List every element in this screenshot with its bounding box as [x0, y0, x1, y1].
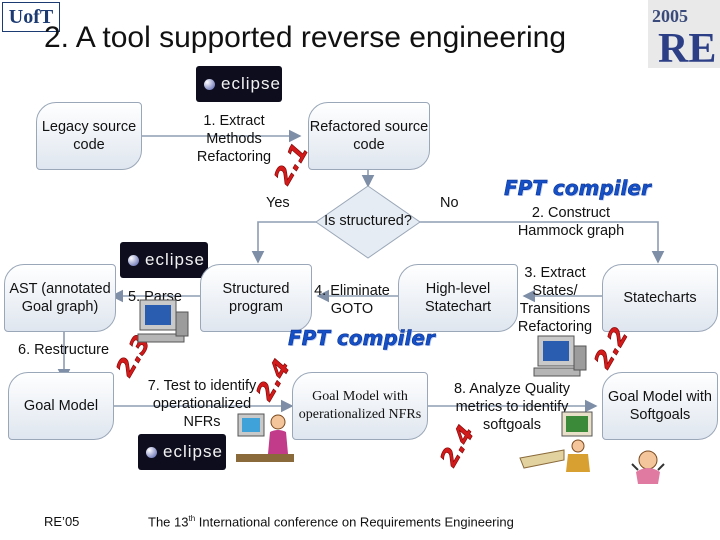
edge-label-4: 4. Eliminate GOTO: [314, 283, 390, 317]
slide-title: 2. A tool supported reverse engineering: [44, 21, 567, 54]
eclipse-logo: eclipse: [196, 66, 282, 102]
node-label: Structured program: [222, 281, 290, 315]
decision-diamond: [315, 185, 421, 259]
edge-label-no: No: [440, 195, 459, 211]
node-goal-model: Goal Model: [8, 372, 114, 440]
node-structured-program: Structured program: [200, 264, 312, 332]
edge-decision-no: [416, 221, 665, 264]
edge-label-3: 3. Extract States/ Transitions Refactori…: [517, 265, 593, 335]
footer-center-suffix: International conference on Requirements…: [195, 514, 514, 530]
svg-text:2005: 2005: [652, 6, 688, 26]
eclipse-label: eclipse: [145, 250, 205, 269]
edge-label-6: 6. Restructure: [18, 342, 110, 358]
node-label: Goal Model: [23, 398, 99, 414]
uoft-logo-text: UofT: [8, 6, 54, 28]
re05-logo: 2005 RE: [648, 0, 720, 68]
footer-center-prefix: The 13: [148, 514, 189, 530]
svg-text:RE: RE: [658, 26, 716, 68]
fpt-compiler-logo: FPT compiler: [288, 326, 435, 351]
edge-label-8: 8. Analyze Quality metrics to identify s…: [453, 381, 571, 433]
eclipse-logo: eclipse: [138, 434, 226, 470]
edge-label-text: 1. Extract Methods Refactoring: [196, 113, 272, 165]
node-goal-model-softgoals: Goal Model with Softgoals: [602, 372, 718, 440]
uoft-logo: UofT: [2, 2, 60, 32]
node-label: Goal Model with Softgoals: [608, 389, 712, 423]
node-label: AST (annotated Goal graph): [9, 281, 111, 315]
eclipse-icon: [146, 446, 157, 458]
edge-label-7: 7. Test to identify operationalized NFRs: [147, 378, 257, 430]
node-label: Legacy source code: [41, 119, 137, 153]
edge-label-2: 2. Construct Hammock graph: [517, 205, 625, 239]
node-is-structured: Is structured?: [324, 213, 412, 229]
fpt-compiler-logo: FPT compiler: [504, 176, 651, 201]
eclipse-icon: [128, 254, 139, 266]
node-statecharts: Statecharts: [602, 264, 718, 332]
happy-person-icon: [631, 450, 665, 484]
eclipse-label: eclipse: [221, 74, 281, 93]
footer-center-sup: th: [188, 514, 196, 523]
eclipse-logo: eclipse: [120, 242, 208, 278]
person-at-desk-icon: [519, 411, 593, 472]
node-high-level-statechart: High-level Statechart: [398, 264, 518, 332]
edge-label-yes: Yes: [266, 195, 290, 211]
eclipse-icon: [204, 78, 215, 90]
person-at-computer-icon: [236, 413, 294, 462]
computer-icon: [137, 299, 189, 343]
footer-center: The 13th International conference on Req…: [148, 514, 514, 529]
edge-label-1: 1. Extract Methods Refactoring: [188, 112, 280, 166]
node-ast: AST (annotated Goal graph): [4, 264, 116, 332]
node-label: Goal Model with operationalized NFRs: [298, 389, 422, 422]
node-legacy-source-code: Legacy source code: [36, 102, 142, 170]
computer-icon: [533, 335, 587, 377]
node-label: High-level Statechart: [424, 281, 492, 315]
node-refactored-source-code: Refactored source code: [308, 102, 430, 170]
node-goal-model-operationalized: Goal Model with operationalized NFRs: [292, 372, 428, 440]
footer-left: RE’05: [44, 514, 80, 529]
node-label: Statecharts: [623, 290, 697, 306]
eclipse-label: eclipse: [163, 442, 223, 461]
node-label: Refactored source code: [309, 119, 429, 153]
edge-decision-yes: [251, 221, 320, 264]
